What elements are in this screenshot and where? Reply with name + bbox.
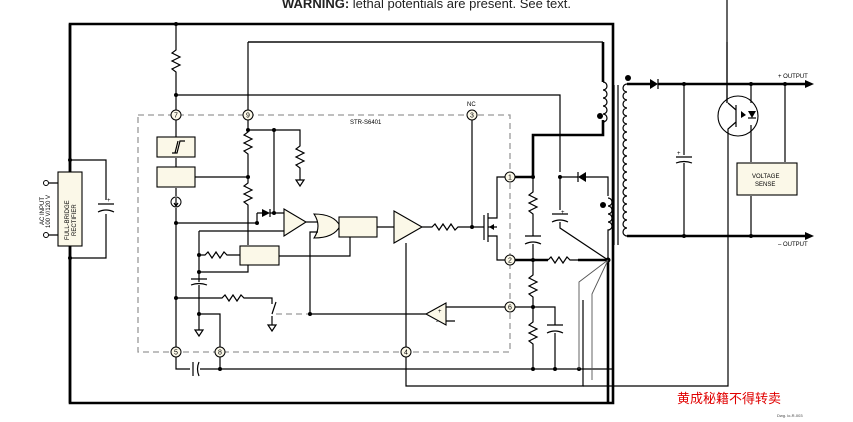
svg-text:8: 8 [218,350,222,357]
svg-text:+: + [438,309,442,315]
svg-text:2: 2 [508,258,512,265]
timing-capacitor [192,361,200,377]
bulk-capacitor [97,203,115,213]
rectifier-label-1: FULL-BRIDGE [65,200,71,240]
regulator-block [156,166,196,188]
oscillator-block [338,216,378,238]
rectifier-block [57,171,83,247]
pin-4: 4 [400,346,412,358]
plus-output-label: + OUTPUT [778,74,808,80]
soft-start-capacitor [190,278,208,286]
ic-name: STR-S6401 [350,120,382,126]
svg-text:9: 9 [246,113,250,120]
pin-9: 9 [242,109,254,121]
minus-output-label: – OUTPUT [778,242,808,248]
transformer-core [613,85,619,245]
warning-banner: WARNING: lethal potentials are present. … [0,0,853,11]
or-gate [312,213,341,239]
aux-winding [607,197,613,260]
drawing-number: Dwg. lo-R-003 [777,413,803,418]
diode [262,209,270,217]
svg-text:1: 1 [508,175,512,182]
ic-boundary [137,114,511,353]
svg-text:–: – [436,319,440,325]
primary-winding [602,81,608,123]
error-amplifier [424,302,447,326]
pin-2: 2 [504,254,516,266]
ac-terminal-bottom [43,232,49,238]
secondary-winding [622,83,628,237]
svg-text:7: 7 [174,113,178,120]
comparator [283,208,308,238]
svg-text:+: + [107,198,111,204]
svg-text:4: 4 [404,350,408,357]
nc-label: NC [467,102,476,108]
ac-input-label-2: 100 V/120 V [46,195,52,228]
voltage-sense-label-1: VOLTAGE [752,174,779,180]
svg-text:5: 5 [174,350,178,357]
warning-bold: WARNING: [281,0,350,11]
svg-text:6: 6 [508,305,512,312]
pin-8: 8 [214,346,226,358]
pin-6: 6 [504,301,516,313]
mosfet [483,176,505,261]
pin-5: 5 [170,346,182,358]
pin-3: 3 [466,109,478,121]
output-diode [650,79,658,89]
svg-text:3: 3 [470,113,474,120]
voltage-sense-block [736,162,798,196]
svg-text:+: + [561,210,565,216]
latch-block [239,245,280,266]
optocoupler [717,95,759,137]
aux-diode [578,172,586,182]
ac-input-label-1: AC INPUT [40,197,46,225]
rectifier-label-2: RECTIFIER [72,204,78,236]
ac-terminal-top [43,180,49,186]
watermark: 黄成秘籍不得转卖 [677,392,782,407]
pin-1: 1 [504,171,516,183]
warning-text: lethal potentials are present. See text. [349,0,572,11]
driver-amplifier [393,210,424,244]
svg-text:+: + [677,151,681,157]
voltage-sense-label-2: SENSE [755,182,775,188]
pin-7: 7 [170,109,182,121]
